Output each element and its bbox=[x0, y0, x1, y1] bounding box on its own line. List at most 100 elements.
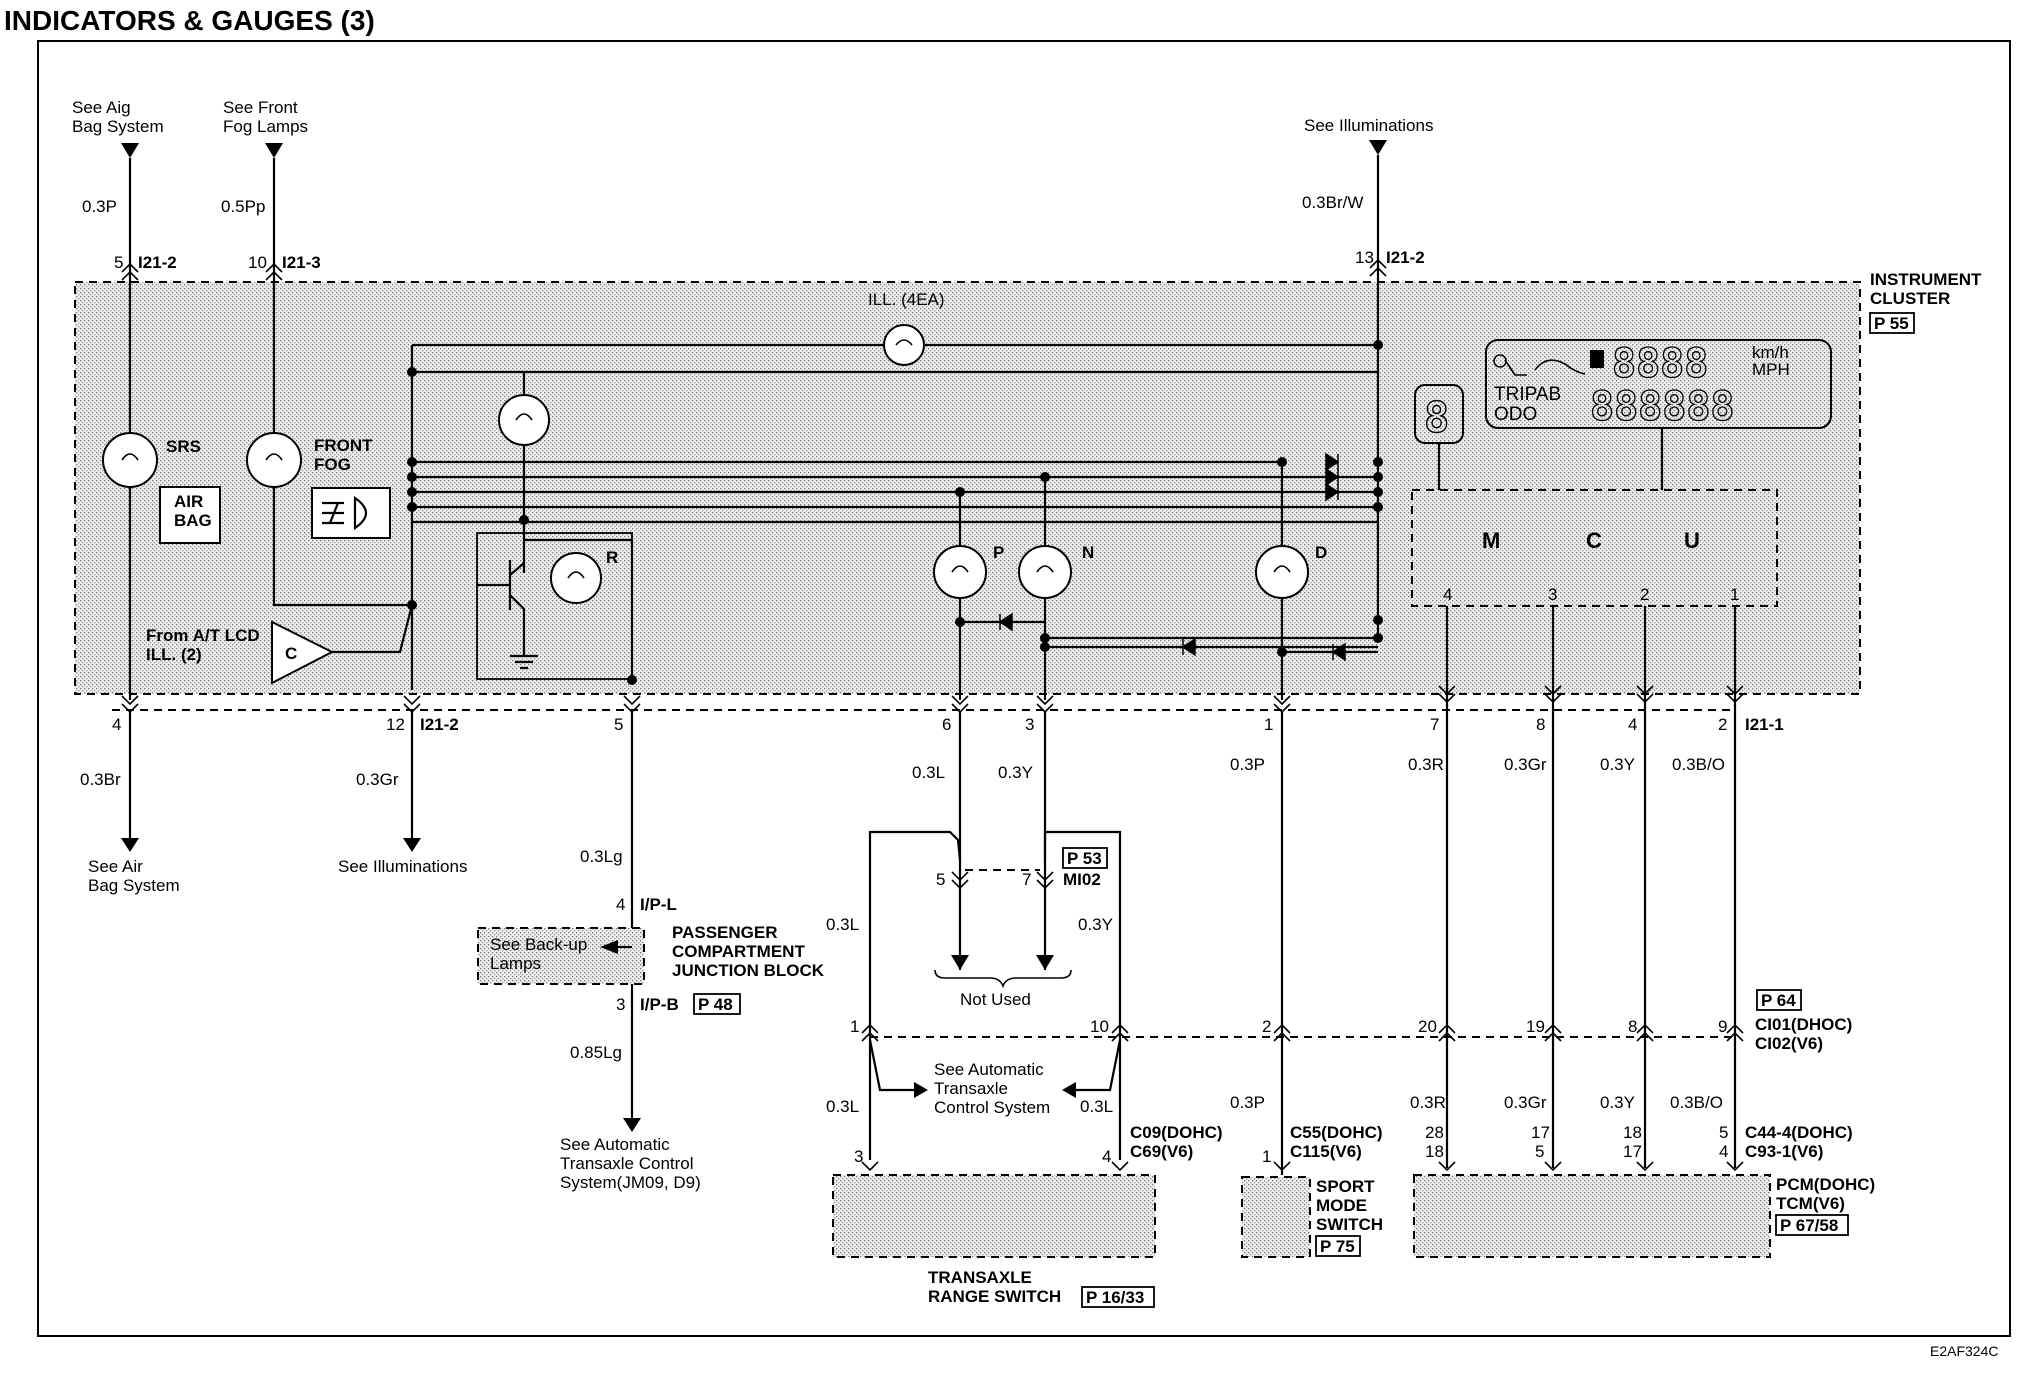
arrow-fog-top bbox=[265, 143, 283, 158]
sport-label-text: SPORT bbox=[1316, 1177, 1375, 1196]
pin-ill-top: 13 bbox=[1355, 248, 1374, 267]
jb-conn-bot: I/P-B bbox=[640, 995, 679, 1014]
sport-page-ref: P 75 bbox=[1320, 1237, 1355, 1256]
pcm-chevrons bbox=[1438, 1161, 1744, 1172]
r-bulb-icon bbox=[550, 552, 602, 604]
sport-box bbox=[1242, 1177, 1310, 1257]
wire-label: 0.3Y bbox=[1600, 755, 1635, 774]
c-pin: 1 bbox=[850, 1017, 859, 1036]
bpin: 7 bbox=[1430, 715, 1439, 734]
ref-fog-top-text: See Front bbox=[223, 98, 298, 117]
wire-label-ill: 0.3Br/W bbox=[1302, 193, 1363, 212]
dot bbox=[1373, 457, 1383, 467]
wire-label: 0.3B/O bbox=[1672, 755, 1725, 774]
bpin: 12 bbox=[386, 715, 405, 734]
trs-wire-r: 0.3L bbox=[1080, 1097, 1113, 1116]
lcd-tripab: TRIPAB bbox=[1494, 384, 1561, 405]
diode-icon bbox=[1325, 467, 1340, 487]
c-pin: 8 bbox=[1628, 1017, 1637, 1036]
wire-loop-r bbox=[1043, 830, 1122, 1160]
dot bbox=[1373, 615, 1383, 625]
mcu-pin: 4 bbox=[1443, 585, 1452, 604]
arrow-trs-l bbox=[914, 1082, 928, 1098]
c-pin: 19 bbox=[1526, 1017, 1545, 1036]
not-used-label: Not Used bbox=[960, 990, 1031, 1009]
lcd-odo: ODO bbox=[1494, 404, 1537, 425]
ref-auto-trans-jm09-text-line: System(JM09, D9) bbox=[560, 1173, 701, 1192]
mcu-box bbox=[1411, 489, 1778, 607]
cluster-page-ref-box bbox=[1869, 312, 1915, 334]
trs-pin-l: 3 bbox=[854, 1147, 863, 1166]
wire-label-fog: 0.5Pp bbox=[221, 197, 265, 216]
chevron-fog-top bbox=[265, 262, 283, 281]
pcm-wire: 0.3Y bbox=[1600, 1093, 1635, 1112]
srs-filament bbox=[121, 453, 139, 461]
c-pin: 2 bbox=[1262, 1017, 1271, 1036]
bpin: 4 bbox=[1628, 715, 1637, 734]
trs-conn-b: C69(V6) bbox=[1130, 1142, 1193, 1161]
from-at-lcd-text: From A/T LCD bbox=[146, 626, 260, 645]
ref-airbag-top-text-line: Bag System bbox=[72, 117, 164, 136]
trs-label-text: TRANSAXLE bbox=[928, 1268, 1032, 1287]
pcm-wire: 0.3Gr bbox=[1504, 1093, 1547, 1112]
wire-trs-r-bracket bbox=[1076, 1039, 1122, 1092]
wire-label: 0.3L bbox=[912, 763, 945, 782]
sport-conn-b: C115(V6) bbox=[1290, 1142, 1362, 1161]
pcm-pin-v6: 5 bbox=[1535, 1142, 1544, 1161]
chevron-airbag-top bbox=[121, 262, 139, 281]
cluster-page-ref: P 55 bbox=[1874, 314, 1909, 333]
mi02-page-ref: P 53 bbox=[1067, 849, 1102, 868]
bpin: 5 bbox=[614, 715, 623, 734]
ref-fog-top-text-line: Fog Lamps bbox=[223, 117, 308, 136]
pcm-label-a: PCM(DOHC) bbox=[1776, 1175, 1875, 1194]
diode-icon bbox=[1325, 452, 1340, 472]
pcm-page-ref-box bbox=[1775, 1214, 1849, 1236]
ref-auto-trans-jm09-text-line: Transaxle Control bbox=[560, 1154, 694, 1173]
pcm-label-b: TCM(V6) bbox=[1776, 1194, 1845, 1213]
jb-page-ref: P 48 bbox=[698, 995, 733, 1014]
not-used-brace bbox=[934, 969, 1072, 989]
jb-pin-bot: 3 bbox=[616, 995, 625, 1014]
wire-label: 0.3R bbox=[1408, 755, 1444, 774]
ill-filament bbox=[895, 339, 913, 346]
trs-wire-l: 0.3L bbox=[826, 1097, 859, 1116]
ref-airbag-top-text: See Aig bbox=[72, 98, 131, 117]
c-row-chevrons bbox=[861, 1023, 1744, 1042]
ref-auto-trans-text-line: Control System bbox=[934, 1098, 1050, 1117]
mi02-wire-right: 0.3Y bbox=[1078, 915, 1113, 934]
jb-label-text-line: JUNCTION BLOCK bbox=[672, 961, 825, 980]
jb-conn-top: I/P-L bbox=[640, 895, 677, 914]
diode-icon bbox=[998, 612, 1013, 632]
pcm-pin-dohc: 17 bbox=[1531, 1123, 1550, 1142]
p-filament bbox=[951, 565, 969, 573]
fog-bulb-icon bbox=[246, 432, 302, 488]
mcu-c: C bbox=[1586, 528, 1602, 553]
pcm-pin-v6: 17 bbox=[1623, 1142, 1642, 1161]
mi02-page-ref-box bbox=[1062, 847, 1108, 869]
cluster-label-text: INSTRUMENT bbox=[1870, 270, 1982, 289]
dot bbox=[1373, 502, 1383, 512]
ill-4ea-label: ILL. (4EA) bbox=[868, 290, 945, 309]
c-pin: 20 bbox=[1418, 1017, 1437, 1036]
airbag-lamp-text-span: AIR bbox=[174, 492, 203, 511]
ref-ill-bottom: See Illuminations bbox=[338, 857, 467, 876]
conn-ill-top: I21-2 bbox=[1386, 248, 1425, 267]
dot bbox=[1373, 487, 1383, 497]
at-lcd-amp-icon bbox=[271, 620, 335, 685]
pcm-conn-b: C93-1(V6) bbox=[1745, 1142, 1823, 1161]
bpin: 2 bbox=[1718, 715, 1727, 734]
lcd-main-box bbox=[1485, 339, 1832, 429]
dot bbox=[1373, 340, 1383, 350]
ref-air-bag-bottom-text: See Air bbox=[88, 857, 143, 876]
dot bbox=[407, 600, 417, 610]
wire-label: 0.3Y bbox=[998, 763, 1033, 782]
page-title: INDICATORS & GAUGES (3) bbox=[4, 5, 375, 36]
c-row-conn-a: CI01(DHOC) bbox=[1755, 1015, 1852, 1034]
bpin: 3 bbox=[1025, 715, 1034, 734]
